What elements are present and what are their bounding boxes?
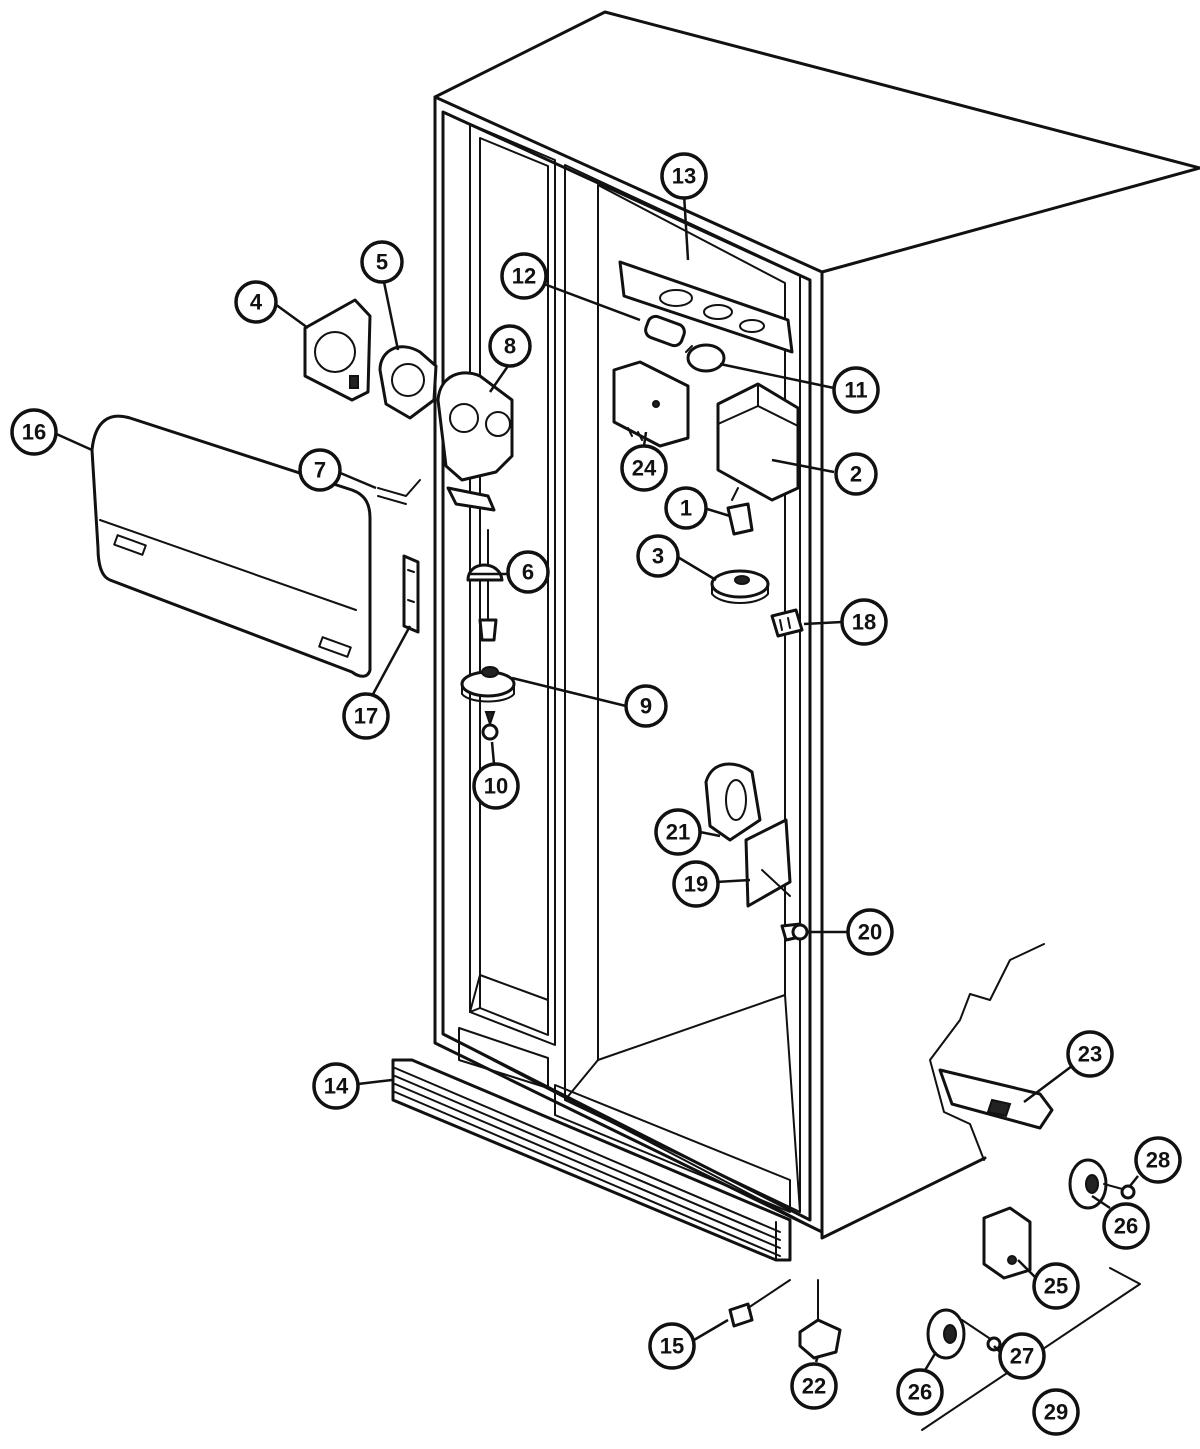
light-bracket: [618, 260, 794, 354]
dispenser-housing: [436, 371, 514, 512]
callout-17: 17: [342, 692, 390, 740]
svg-text:8: 8: [504, 334, 516, 359]
lamp-socket: [644, 314, 686, 348]
spring-clip: [377, 479, 421, 505]
callout-1: 1: [664, 486, 708, 530]
svg-text:2: 2: [850, 462, 862, 487]
svg-text:10: 10: [484, 774, 508, 799]
callout-2: 2: [834, 452, 878, 496]
callout-22: 22: [790, 1362, 838, 1410]
svg-text:13: 13: [672, 164, 696, 189]
svg-text:20: 20: [858, 920, 882, 945]
damper-motor: [378, 345, 438, 420]
callout-27: 27: [998, 1332, 1046, 1380]
svg-text:25: 25: [1044, 1274, 1068, 1299]
callout-6: 6: [506, 550, 550, 594]
callout-15: 15: [648, 1322, 696, 1370]
svg-text:6: 6: [522, 560, 534, 585]
kickplate-grille: [391, 1058, 792, 1262]
cabinet: [433, 10, 1200, 1240]
leader-lines: [51, 193, 1139, 1373]
callout-29: 29: [1032, 1388, 1080, 1436]
svg-text:28: 28: [1146, 1148, 1170, 1173]
svg-text:1: 1: [680, 496, 692, 521]
mounting-bracket: [744, 818, 792, 908]
screw: [481, 711, 499, 741]
damper-housing: [303, 298, 372, 402]
svg-text:24: 24: [632, 456, 657, 481]
grille-clip: [728, 1279, 791, 1328]
roller-wheel: [1068, 1158, 1136, 1210]
callout-21: 21: [654, 808, 702, 856]
svg-text:7: 7: [314, 458, 326, 483]
svg-text:5: 5: [376, 250, 388, 275]
svg-text:29: 29: [1044, 1400, 1068, 1425]
svg-text:18: 18: [852, 610, 876, 635]
callout-24: 24: [620, 444, 668, 492]
callout-16: 16: [10, 408, 58, 456]
svg-text:12: 12: [512, 264, 536, 289]
svg-text:27: 27: [1010, 1344, 1034, 1369]
callout-23: 23: [1066, 1030, 1114, 1078]
callout-18: 18: [840, 598, 888, 646]
svg-text:21: 21: [666, 820, 690, 845]
callout-9: 9: [624, 684, 668, 728]
lamp-housing: [704, 762, 762, 842]
svg-text:14: 14: [324, 1074, 349, 1099]
callout-28: 28: [1134, 1136, 1182, 1184]
svg-text:3: 3: [652, 544, 664, 569]
callout-8: 8: [488, 324, 532, 368]
bolt: [780, 922, 809, 942]
svg-text:4: 4: [250, 290, 263, 315]
callout-3: 3: [636, 534, 680, 578]
panel-bracket: [402, 554, 420, 634]
callout-12: 12: [500, 252, 548, 300]
callout-19: 19: [672, 860, 720, 908]
control-cover: [716, 382, 800, 502]
roller-bracket: [982, 1206, 1032, 1280]
roller-wheel-lower: [926, 1308, 1002, 1360]
svg-text:16: 16: [22, 420, 46, 445]
svg-text:26: 26: [1114, 1214, 1138, 1239]
callout-7: 7: [298, 448, 342, 492]
svg-text:26: 26: [908, 1380, 932, 1405]
callout-26-upper: 26: [1102, 1202, 1150, 1250]
disc-knob: [460, 666, 516, 703]
callout-5: 5: [360, 240, 404, 284]
svg-text:19: 19: [684, 872, 708, 897]
defrost-timer: [612, 360, 690, 448]
callout-4: 4: [234, 280, 278, 324]
thermostat-knob: [710, 569, 770, 604]
callout-26-lower: 26: [896, 1368, 944, 1416]
door-switch: [726, 487, 754, 536]
light-bulb: [685, 343, 726, 373]
svg-text:11: 11: [844, 378, 867, 403]
callout-20: 20: [846, 908, 894, 956]
shaft-assembly: [466, 529, 504, 642]
callout-11: 11: [832, 366, 880, 414]
callout-14: 14: [312, 1062, 360, 1110]
svg-text:23: 23: [1078, 1042, 1102, 1067]
svg-text:15: 15: [660, 1334, 684, 1359]
rear-bracket: [929, 943, 1054, 1161]
svg-text:9: 9: [640, 694, 652, 719]
callout-10: 10: [472, 762, 520, 810]
roller-kit-bracket: [921, 1267, 1141, 1431]
callout-25: 25: [1032, 1262, 1080, 1310]
leveling-leg: [798, 1279, 842, 1360]
connector-block: [770, 608, 804, 638]
svg-text:22: 22: [802, 1374, 826, 1399]
control-panel-cover: [90, 414, 372, 678]
svg-text:17: 17: [354, 704, 378, 729]
callout-13: 13: [660, 152, 708, 200]
